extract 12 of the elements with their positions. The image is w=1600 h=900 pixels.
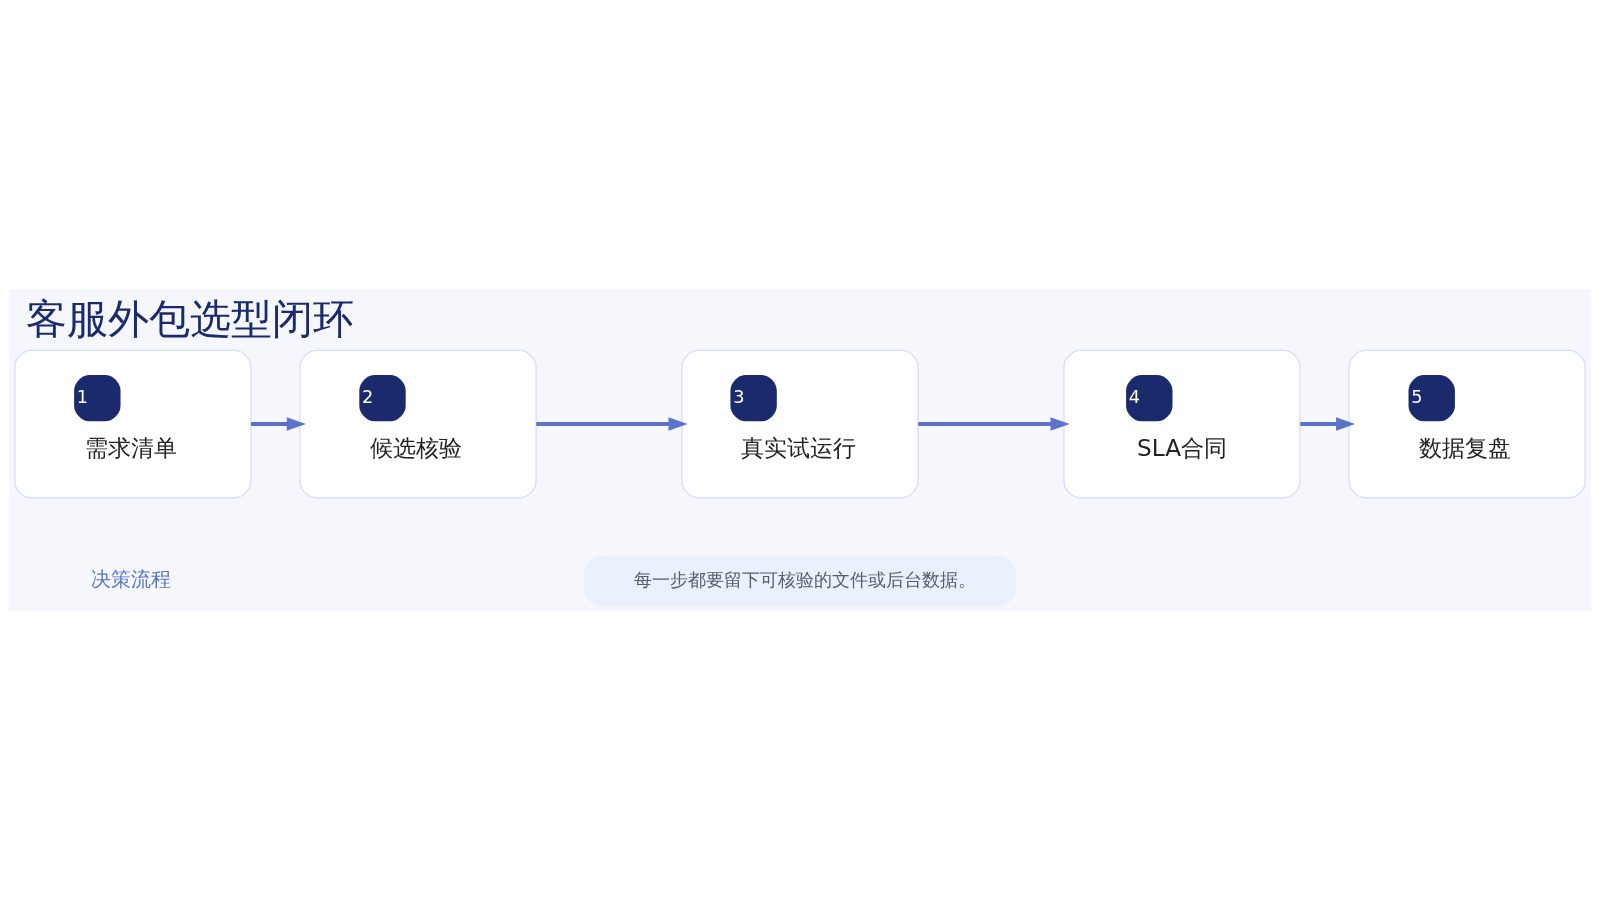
node-box: 3 真实试运行 <box>681 349 919 499</box>
node-box: 2 候选核验 <box>299 349 537 499</box>
arrow <box>536 417 688 431</box>
arrow <box>251 417 306 431</box>
label: 每一步都要留下可核验的文件或后台数据。 <box>634 569 977 590</box>
arrow <box>1300 417 1356 431</box>
node-box: 4 SLA合同 <box>1063 349 1301 499</box>
node-box: 1 需求清单 <box>14 349 252 499</box>
label: 决策流程 <box>91 566 172 591</box>
node-box: 5 数据复盘 <box>1348 349 1586 499</box>
diagram-title: 客服外包选型闭环 <box>25 294 354 343</box>
arrow <box>918 417 1070 431</box>
